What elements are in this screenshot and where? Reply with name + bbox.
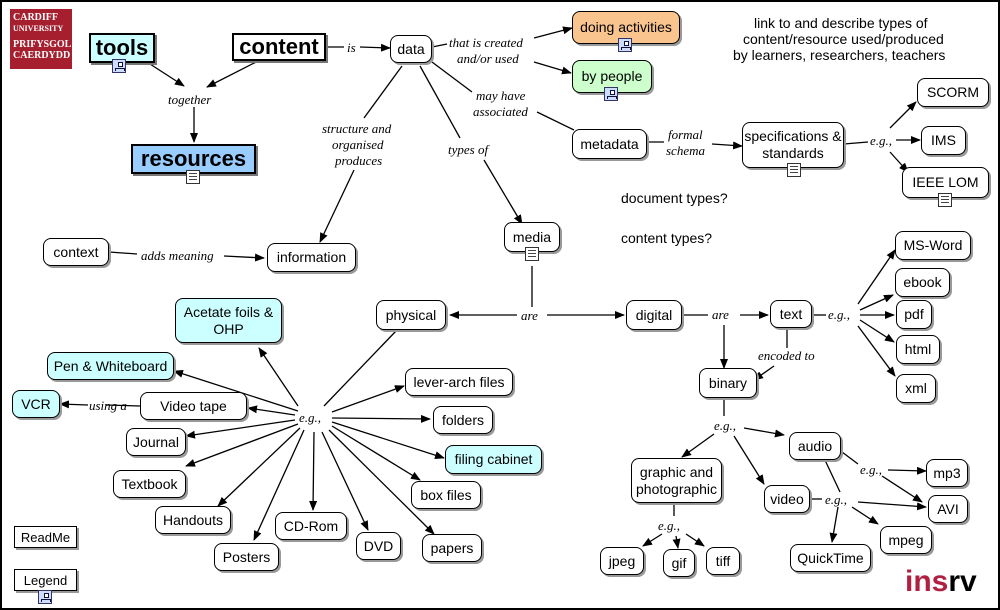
- node-pdf[interactable]: pdf: [896, 300, 932, 329]
- link-label-may-have-2: associated: [473, 104, 528, 119]
- node-binary[interactable]: binary: [699, 368, 757, 398]
- node-acetate[interactable]: Acetate foils & OHP: [175, 298, 282, 343]
- node-doing-activities[interactable]: doing activities: [572, 11, 680, 44]
- node-physical[interactable]: physical: [376, 300, 446, 330]
- note-line-1: link to and describe types of: [754, 15, 928, 31]
- link-label-eg-graphic: e.g.,: [658, 518, 680, 533]
- note-line-2: content/resource used/produced: [743, 31, 944, 47]
- node-handouts[interactable]: Handouts: [155, 506, 231, 534]
- hierarchy-icon[interactable]: [618, 38, 632, 52]
- link-label-eg-binary: e.g.,: [714, 418, 736, 433]
- node-papers[interactable]: papers: [422, 534, 482, 562]
- link-label-structure-2: organised: [332, 137, 384, 152]
- node-video[interactable]: video: [764, 485, 810, 513]
- link-label-may-have-1: may have: [476, 88, 526, 103]
- link-label-eg-audio: e.g.,: [860, 462, 882, 477]
- cardiff-university-logo: CARDIFF UNIVERSITY PRIFYSGOL CAERDYDD: [10, 9, 72, 69]
- link-label-formal-1: formal: [668, 127, 703, 142]
- document-icon[interactable]: [186, 170, 200, 184]
- node-ebook[interactable]: ebook: [895, 268, 950, 297]
- node-textbook[interactable]: Textbook: [113, 470, 186, 498]
- link-label-eg-video: e.g.,: [825, 492, 847, 507]
- node-context[interactable]: context: [43, 238, 109, 266]
- node-scorm[interactable]: SCORM: [917, 78, 989, 107]
- link-label-eg-physical: e.g.,: [299, 410, 321, 425]
- node-tiff[interactable]: tiff: [706, 547, 740, 575]
- link-label-is: is: [347, 40, 356, 55]
- link-label-together: together: [168, 92, 212, 107]
- node-folders[interactable]: folders: [433, 406, 493, 434]
- hierarchy-icon[interactable]: [604, 87, 618, 101]
- link-label-structure-1: structure and: [322, 121, 392, 136]
- node-metadata[interactable]: metadata: [572, 129, 647, 159]
- document-icon[interactable]: [938, 193, 952, 207]
- note-line-3: by learners, researchers, teachers: [733, 47, 946, 63]
- node-ims[interactable]: IMS: [921, 126, 966, 155]
- node-cd-rom[interactable]: CD-Rom: [275, 512, 347, 540]
- link-label-eg-specs: e.g.,: [870, 133, 892, 148]
- node-information[interactable]: information: [267, 243, 356, 272]
- link-label-eg-text: e.g.,: [828, 307, 850, 322]
- link-label-created-1: that is created: [449, 35, 523, 50]
- node-xml[interactable]: xml: [896, 374, 936, 403]
- node-text[interactable]: text: [770, 300, 812, 328]
- node-mpeg[interactable]: mpeg: [880, 526, 932, 554]
- node-dvd[interactable]: DVD: [356, 532, 401, 560]
- node-journal[interactable]: Journal: [126, 428, 186, 456]
- node-data[interactable]: data: [390, 35, 432, 63]
- node-quicktime[interactable]: QuickTime: [790, 544, 871, 572]
- legend-button[interactable]: Legend: [14, 569, 77, 591]
- readme-button[interactable]: ReadMe: [14, 526, 77, 548]
- node-ms-word[interactable]: MS-Word: [895, 231, 971, 260]
- node-ieee-lom[interactable]: IEEE LOM: [902, 167, 989, 198]
- node-content[interactable]: content: [232, 33, 326, 61]
- document-icon[interactable]: [525, 247, 539, 261]
- node-digital[interactable]: digital: [626, 300, 682, 330]
- node-gif[interactable]: gif: [663, 549, 695, 577]
- hierarchy-icon[interactable]: [38, 590, 52, 604]
- document-icon[interactable]: [787, 163, 801, 177]
- note-document-types: document types?: [621, 190, 728, 206]
- node-graphic[interactable]: graphic and photographic: [631, 458, 722, 503]
- node-pen-whiteboard[interactable]: Pen & Whiteboard: [47, 352, 174, 380]
- link-label-adds-meaning: adds meaning: [141, 248, 214, 263]
- node-vcr[interactable]: VCR: [12, 390, 60, 418]
- link-label-are-digital: are: [712, 307, 729, 322]
- insrv-logo: insrv: [905, 565, 977, 598]
- hierarchy-icon[interactable]: [112, 59, 126, 73]
- link-label-types-of: types of: [448, 142, 490, 157]
- note-content-types: content types?: [621, 230, 713, 246]
- link-label-encoded-to: encoded to: [758, 348, 815, 363]
- link-label-created-2: and/or used: [457, 51, 519, 66]
- node-lever-arch[interactable]: lever-arch files: [405, 368, 513, 396]
- link-label-using-a: using a: [89, 398, 127, 413]
- node-mp3[interactable]: mp3: [926, 459, 968, 487]
- node-box-files[interactable]: box files: [411, 481, 481, 509]
- node-filing-cabinet[interactable]: filing cabinet: [445, 445, 542, 474]
- link-label-formal-2: schema: [666, 143, 705, 158]
- node-jpeg[interactable]: jpeg: [600, 547, 644, 575]
- node-audio[interactable]: audio: [789, 432, 841, 460]
- node-resources[interactable]: resources: [131, 144, 256, 174]
- node-video-tape[interactable]: Video tape: [140, 392, 247, 420]
- link-label-structure-3: produces: [334, 153, 382, 168]
- node-html[interactable]: html: [896, 335, 940, 364]
- node-posters[interactable]: Posters: [214, 543, 279, 571]
- link-label-are-media: are: [521, 308, 538, 323]
- node-specifications[interactable]: specifications & standards: [742, 122, 844, 168]
- node-avi[interactable]: AVI: [928, 495, 968, 523]
